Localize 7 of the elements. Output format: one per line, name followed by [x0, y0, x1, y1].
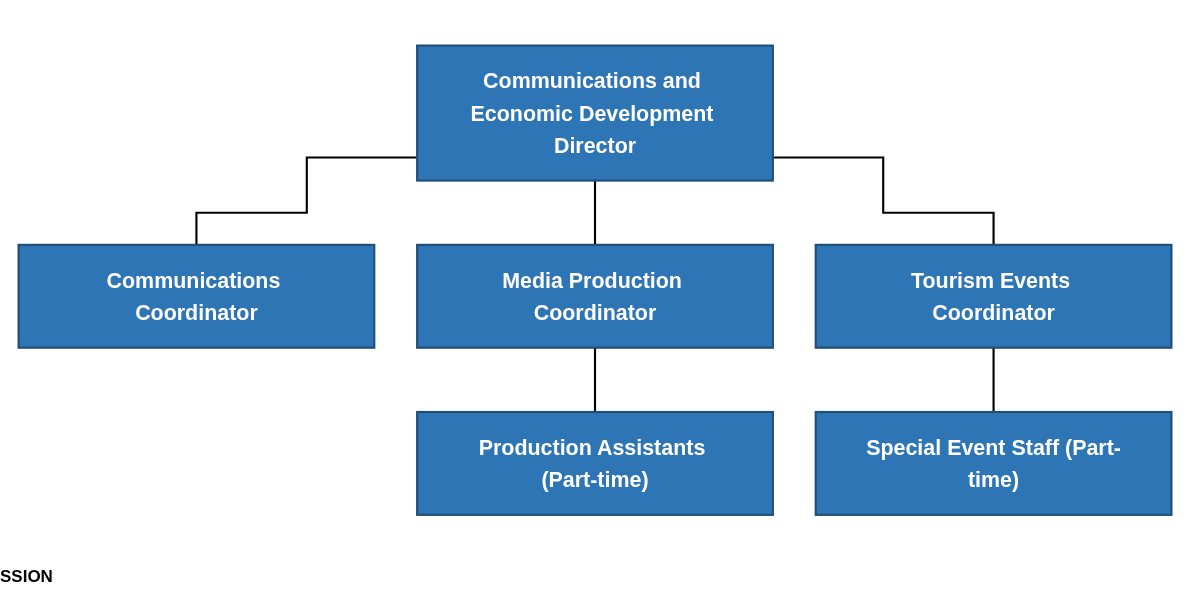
note-text: SSION	[0, 567, 53, 587]
node-box: Tourism Events Coordinator	[814, 243, 1173, 349]
node-box: Production Assistants (Part-time)	[416, 410, 774, 516]
node-box: Communications and Economic Development Director	[416, 44, 774, 182]
node-box: Communications Coordinator	[17, 243, 376, 349]
node-box: Special Event Staff (Part-time)	[814, 410, 1173, 516]
node-box: Media Production Coordinator	[416, 243, 774, 349]
